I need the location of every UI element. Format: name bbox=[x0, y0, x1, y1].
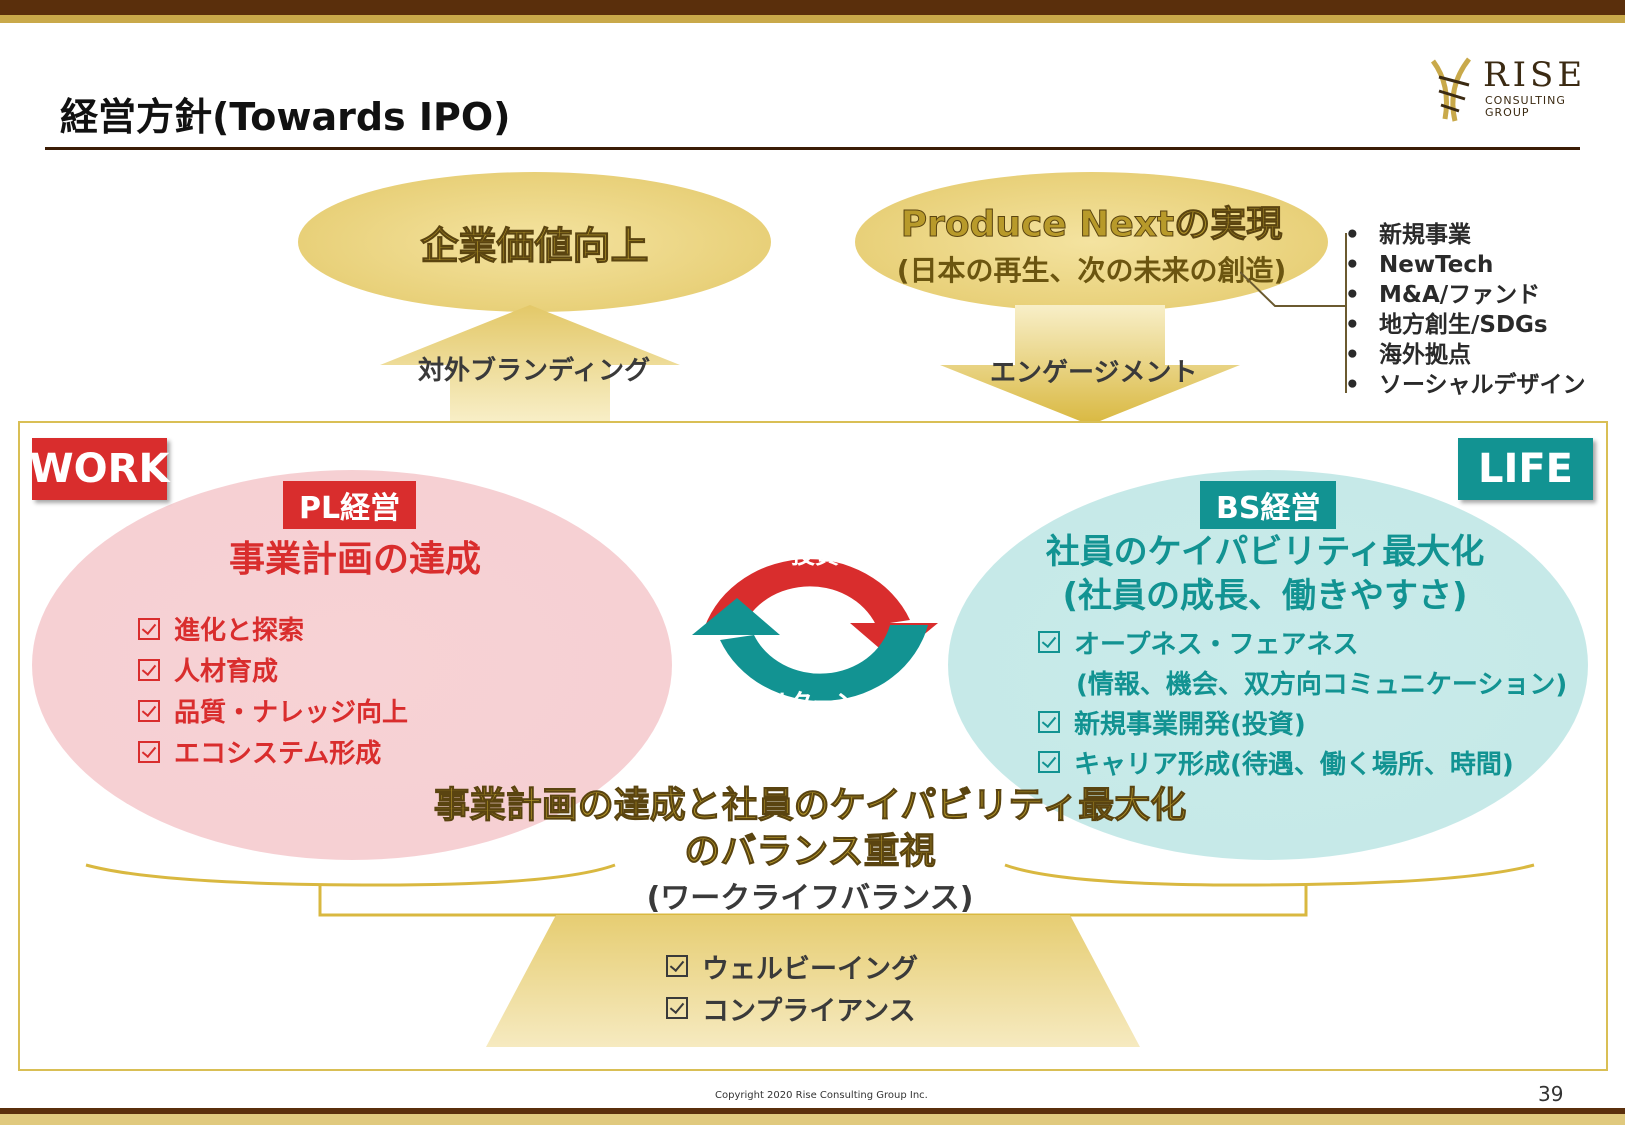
page-number: 39 bbox=[1538, 1082, 1564, 1106]
list-item: 人材育成 bbox=[138, 649, 408, 690]
item-detail-text: (情報、機会、双方向コミュニケーション) bbox=[1076, 669, 1568, 700]
bullet-text: ソーシャルデザイン bbox=[1379, 372, 1586, 398]
item-text: コンプライアンス bbox=[702, 995, 916, 1027]
bullet-text: 海外拠点 bbox=[1379, 342, 1471, 368]
work-checklist: 進化と探索 人材育成 品質・ナレッジ向上 エコシステム形成 bbox=[138, 608, 408, 772]
balance-statement: 事業計画の達成と社員のケイパビリティ最大化 のバランス重視 bbox=[400, 783, 1220, 875]
work-life-balance-caption: (ワークライフバランス) bbox=[646, 881, 974, 916]
list-item: •M&A/ファンド bbox=[1345, 282, 1541, 308]
list-item: 品質・ナレッジ向上 bbox=[138, 690, 408, 731]
checkbox-icon bbox=[666, 997, 688, 1019]
produce-next-title: Produce Nextの実現 bbox=[900, 204, 1283, 246]
item-text: エコシステム形成 bbox=[174, 739, 382, 769]
bullet-text: M&A/ファンド bbox=[1379, 282, 1541, 308]
item-text: 人材育成 bbox=[174, 657, 279, 687]
balance-statement-line1: 事業計画の達成と社員のケイパビリティ最大化 bbox=[433, 785, 1187, 827]
logo-wordmark: RISE bbox=[1483, 55, 1587, 95]
life-heading-line2: (社員の成長、働きやすさ) bbox=[1062, 576, 1468, 616]
logo-subtitle: CONSULTING GROUP bbox=[1485, 95, 1566, 119]
produce-next-bullets: •新規事業 •NewTech •M&A/ファンド •地方創生/SDGs •海外拠… bbox=[1345, 220, 1586, 400]
copyright-text: Copyright 2020 Rise Consulting Group Inc… bbox=[715, 1090, 928, 1101]
list-item: オープネス・フェアネス bbox=[1038, 622, 1567, 662]
top-border-accent bbox=[0, 15, 1625, 23]
life-label: LIFE bbox=[1458, 438, 1593, 500]
list-item: •新規事業 bbox=[1345, 222, 1471, 248]
list-item: キャリア形成(待遇、働く場所、時間) bbox=[1038, 742, 1567, 782]
list-item-detail: (情報、機会、双方向コミュニケーション) bbox=[1038, 662, 1567, 702]
list-item: エコシステム形成 bbox=[138, 731, 408, 772]
company-logo: RISE CONSULTING GROUP bbox=[1425, 55, 1585, 125]
bs-management-tag: BS経営 bbox=[1200, 481, 1337, 529]
top-border-bar bbox=[0, 0, 1625, 15]
checkbox-icon bbox=[138, 617, 160, 640]
bottom-border-accent bbox=[0, 1114, 1625, 1125]
investment-return-cycle: 投資 リターン bbox=[692, 541, 938, 717]
investment-arc bbox=[702, 559, 910, 635]
engagement-label: エンゲージメント bbox=[990, 358, 1198, 388]
item-text: オープネス・フェアネス bbox=[1074, 629, 1359, 660]
list-item: •ソーシャルデザイン bbox=[1345, 372, 1586, 398]
balance-statement-line2: のバランス重視 bbox=[684, 831, 936, 873]
page-title: 経営方針(Towards IPO) bbox=[60, 95, 511, 139]
bullet-connector bbox=[1240, 271, 1345, 307]
bottom-border-bar bbox=[0, 1108, 1625, 1114]
life-heading: 社員のケイパビリティ最大化 (社員の成長、働きやすさ) bbox=[1040, 530, 1490, 618]
logo-sub-line2: GROUP bbox=[1485, 106, 1530, 119]
return-label: リターン bbox=[765, 689, 860, 717]
foundation-checklist: ウェルビーイング コンプライアンス bbox=[666, 945, 918, 1029]
produce-next-subtitle: (日本の再生、次の未来の創造) bbox=[896, 254, 1287, 287]
list-item: 進化と探索 bbox=[138, 608, 408, 649]
investment-label: 投資 bbox=[791, 541, 839, 569]
return-arc bbox=[720, 625, 928, 701]
checkbox-icon bbox=[1038, 711, 1060, 733]
list-item: コンプライアンス bbox=[666, 987, 918, 1029]
checkbox-icon bbox=[666, 955, 688, 977]
list-item: •海外拠点 bbox=[1345, 342, 1471, 368]
logo-mark-icon bbox=[1430, 57, 1471, 122]
checkbox-icon bbox=[138, 699, 160, 722]
bullet-text: 地方創生/SDGs bbox=[1379, 312, 1548, 338]
item-text: ウェルビーイング bbox=[702, 953, 918, 985]
item-text: 新規事業開発(投資) bbox=[1074, 709, 1306, 740]
work-label: WORK bbox=[30, 438, 169, 500]
checkbox-icon bbox=[1038, 631, 1060, 653]
list-item: 新規事業開発(投資) bbox=[1038, 702, 1567, 742]
item-text: 品質・ナレッジ向上 bbox=[174, 698, 409, 728]
up-arrow bbox=[380, 305, 680, 423]
down-arrow bbox=[940, 305, 1240, 425]
life-checklist: オープネス・フェアネス (情報、機会、双方向コミュニケーション) 新規事業開発(… bbox=[1038, 622, 1567, 782]
return-arrowhead-icon bbox=[692, 598, 780, 635]
checkbox-icon bbox=[138, 740, 160, 763]
list-item: ウェルビーイング bbox=[666, 945, 918, 987]
logo-sub-line1: CONSULTING bbox=[1485, 94, 1566, 107]
list-item: •地方創生/SDGs bbox=[1345, 312, 1548, 338]
bullet-text: NewTech bbox=[1379, 252, 1494, 278]
work-heading: 事業計画の達成 bbox=[228, 539, 481, 580]
title-divider bbox=[45, 147, 1580, 150]
life-ellipse bbox=[948, 470, 1588, 860]
balance-base bbox=[486, 915, 1140, 1047]
checkbox-icon bbox=[138, 658, 160, 681]
pl-management-tag: PL経営 bbox=[283, 481, 417, 529]
item-text: 進化と探索 bbox=[174, 616, 305, 646]
list-item: •NewTech bbox=[1345, 252, 1494, 278]
checkbox-icon bbox=[1038, 751, 1060, 773]
corporate-value-text: 企業価値向上 bbox=[420, 223, 649, 268]
item-text: キャリア形成(待遇、働く場所、時間) bbox=[1074, 749, 1514, 780]
external-branding-label: 対外ブランディング bbox=[418, 356, 651, 386]
corporate-value-ellipse: 企業価値向上 bbox=[298, 172, 771, 312]
life-heading-line1: 社員のケイパビリティ最大化 bbox=[1045, 532, 1485, 572]
produce-next-ellipse: Produce Nextの実現 (日本の再生、次の未来の創造) bbox=[855, 172, 1328, 312]
bullet-bracket bbox=[1345, 233, 1347, 393]
bullet-text: 新規事業 bbox=[1379, 222, 1471, 248]
